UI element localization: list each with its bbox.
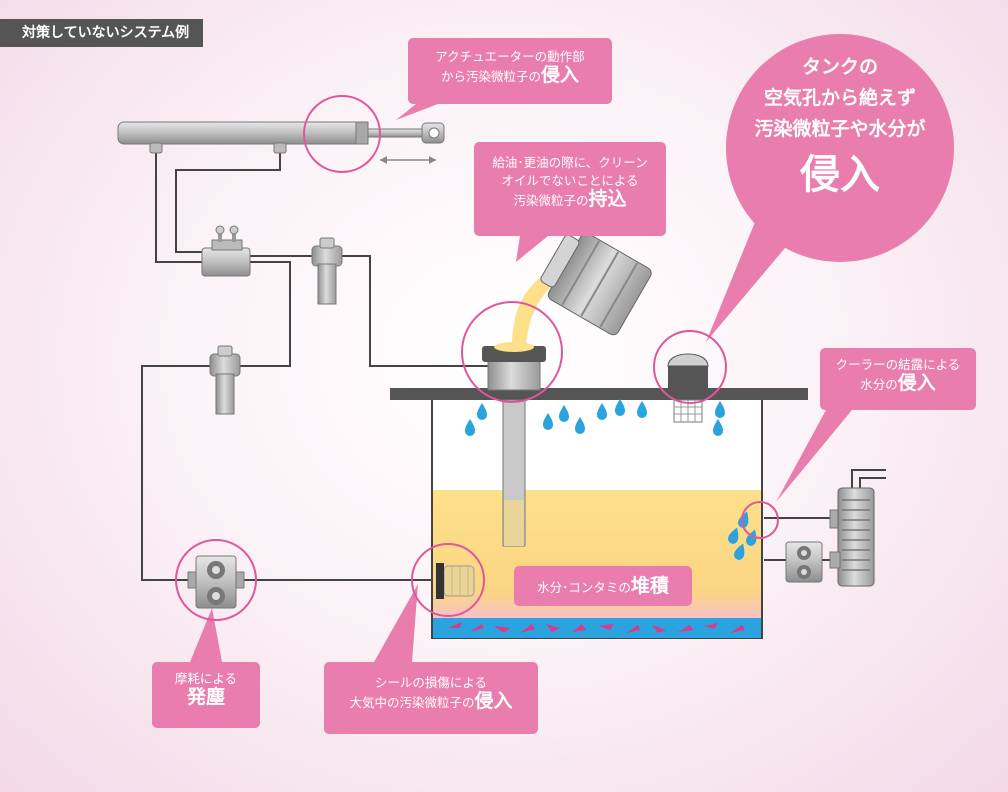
fill-port bbox=[482, 342, 546, 391]
callout-actuator-emph: 侵入 bbox=[541, 64, 580, 86]
oil-can bbox=[512, 232, 652, 348]
callout-actuator: アクチュエーターの動作部 から汚染微粒子の侵入 bbox=[408, 48, 612, 86]
oil-cooler bbox=[829, 487, 875, 587]
callout-seal-line2: 大気中の汚染微粒子の bbox=[349, 695, 475, 710]
line-filter-lower bbox=[209, 345, 241, 415]
callout-shapes bbox=[152, 34, 976, 734]
callout-sediment-line1: 水分･コンタミの bbox=[537, 580, 631, 595]
callout-breather-line1: タンクの bbox=[801, 56, 878, 78]
callout-breather-line2: 空気孔から絶えず bbox=[763, 87, 916, 109]
air-breather bbox=[667, 353, 709, 423]
return-pipe bbox=[502, 399, 526, 547]
callout-refuel-line3: 汚染微粒子の bbox=[513, 193, 589, 208]
callout-wear-emph: 発塵 bbox=[186, 686, 225, 708]
callout-actuator-line1: アクチュエーターの動作部 bbox=[435, 49, 585, 64]
callout-refuel-line2: オイルでないことによる bbox=[501, 173, 639, 188]
callout-wear-line1: 摩耗による bbox=[174, 671, 238, 686]
gear-pump bbox=[187, 555, 245, 609]
pump-shaft-seal bbox=[436, 563, 475, 599]
callout-cooler-line1: クーラーの結露による bbox=[835, 357, 961, 372]
callout-cooler: クーラーの結露による 水分の侵入 bbox=[820, 356, 976, 394]
callout-sediment-emph: 堆積 bbox=[630, 575, 669, 597]
callout-cooler-emph: 侵入 bbox=[897, 372, 936, 394]
callout-cooler-line2: 水分の bbox=[860, 377, 898, 392]
callout-seal-emph: 侵入 bbox=[474, 690, 513, 712]
control-valve bbox=[201, 225, 251, 277]
callout-breather-emph: 侵入 bbox=[800, 152, 880, 198]
callout-actuator-line2: から汚染微粒子の bbox=[440, 69, 541, 84]
callout-seal-line1: シールの損傷による bbox=[374, 675, 488, 690]
line-filter-upper bbox=[311, 237, 343, 305]
highlight-circles bbox=[175, 95, 779, 621]
cooler-pump bbox=[785, 541, 823, 583]
callout-seal: シールの損傷による 大気中の汚染微粒子の侵入 bbox=[324, 674, 538, 712]
callout-refuel-emph: 持込 bbox=[588, 188, 627, 210]
callout-refuel: 給油･更油の際に、クリーン オイルでないことによる 汚染微粒子の持込 bbox=[474, 154, 666, 210]
callout-wear: 摩耗による 発塵 bbox=[152, 670, 260, 708]
callout-sediment: 水分･コンタミの堆積 bbox=[514, 576, 692, 598]
system-tag: 対策していないシステム例 bbox=[0, 19, 204, 47]
callout-breather-line3: 汚染微粒子や水分が bbox=[754, 118, 926, 140]
callout-breather: タンクの 空気孔から絶えず 汚染微粒子や水分が 侵入 bbox=[724, 52, 956, 205]
piping bbox=[141, 152, 886, 581]
callout-refuel-line1: 給油･更油の際に、クリーン bbox=[492, 155, 648, 170]
